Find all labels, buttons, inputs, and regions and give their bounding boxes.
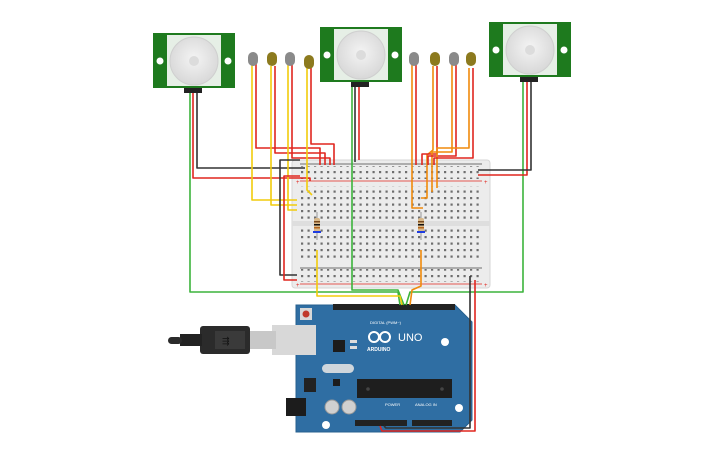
led-grey[interactable]: [285, 52, 295, 66]
arduino-logo: ARDUINO UNO: [367, 331, 423, 353]
analog-label: ANALOG IN: [415, 402, 437, 407]
resistor-right[interactable]: [417, 212, 425, 240]
wire-red-5v[interactable]: [379, 280, 476, 432]
wire-green-s3[interactable]: [405, 80, 524, 306]
usb-chip: [333, 340, 345, 352]
rx-led: [350, 346, 357, 349]
led-group-left: [248, 52, 314, 69]
pir-sensor-3[interactable]: [489, 22, 571, 82]
wire-orange-led7[interactable]: [431, 64, 453, 192]
rail-plus-label-right: +: [484, 180, 488, 186]
wire-red-led6[interactable]: [421, 66, 438, 165]
arduino-brand: ARDUINO: [367, 347, 390, 353]
capacitor: [324, 399, 340, 415]
mount-hole: [224, 57, 232, 65]
mount-hole: [455, 404, 463, 412]
mount-hole: [156, 57, 164, 65]
wire-orange-led8[interactable]: [436, 68, 470, 188]
wire-black-gnd[interactable]: [383, 276, 471, 429]
capacitor: [341, 399, 357, 415]
usb-cable[interactable]: ⇶: [168, 325, 316, 355]
analog-header: [412, 420, 452, 426]
resistor-left[interactable]: [313, 212, 321, 240]
crystal: [322, 364, 354, 373]
wire-red-led2[interactable]: [274, 66, 326, 165]
usb-icon: ⇶: [222, 336, 230, 346]
bottom-power-rail: + +: [296, 267, 488, 289]
wire-red-led7[interactable]: [427, 64, 457, 165]
small-chip: [333, 379, 340, 386]
rail-plus-label-bottom-right: +: [484, 283, 488, 289]
wire-yellow-led1[interactable]: [251, 64, 297, 201]
usb-port: [272, 325, 316, 355]
led-yellow[interactable]: [466, 52, 476, 66]
wire-red-rail[interactable]: [283, 175, 300, 281]
led-yellow[interactable]: [304, 55, 314, 69]
wire-red-led4[interactable]: [310, 68, 335, 165]
rail-plus-label-bottom: +: [296, 283, 300, 289]
center-channel: [292, 221, 490, 226]
wire-black-s3[interactable]: [478, 80, 532, 171]
wire-yellow-signal[interactable]: [316, 250, 403, 306]
mount-hole: [492, 46, 500, 54]
wire-yellow-led4[interactable]: [306, 68, 313, 196]
led-yellow[interactable]: [430, 52, 440, 66]
wire-yellow-led3[interactable]: [287, 64, 297, 211]
voltage-regulator: [304, 378, 316, 392]
power-jack[interactable]: [286, 398, 306, 416]
wire-red-s3[interactable]: [478, 80, 528, 176]
wire-black-rail[interactable]: [279, 159, 300, 276]
breadboard: + + + +: [291, 159, 491, 289]
pir-sensor-2[interactable]: [320, 27, 402, 87]
wire-black-s1[interactable]: [196, 92, 305, 169]
digital-header: [333, 304, 455, 310]
led-group-right: [409, 52, 476, 66]
rail-plus-label: +: [296, 180, 300, 186]
wire-orange-led5[interactable]: [411, 64, 423, 209]
wire-orange-signal[interactable]: [409, 250, 422, 306]
mount-hole: [322, 421, 330, 429]
led-grey[interactable]: [409, 52, 419, 66]
arduino-uno[interactable]: DIGITAL (PWM~) ARDUINO UNO POWER ANALOG …: [286, 304, 473, 433]
reset-button[interactable]: [300, 308, 312, 320]
power-header: [355, 420, 407, 426]
pir-sensor-1[interactable]: [153, 33, 235, 93]
wire-green-s1[interactable]: [189, 92, 401, 306]
bottom-terminal-strip: [300, 228, 482, 261]
tx-led: [350, 340, 357, 343]
mount-hole: [323, 51, 331, 59]
led-grey[interactable]: [248, 52, 258, 66]
power-label: POWER: [385, 402, 400, 407]
wire-orange-led6[interactable]: [421, 66, 434, 199]
led-yellow[interactable]: [267, 52, 277, 66]
led-grey[interactable]: [449, 52, 459, 66]
mount-hole: [441, 338, 449, 346]
arduino-model: UNO: [398, 332, 423, 344]
wires: [189, 64, 532, 432]
mount-hole: [391, 51, 399, 59]
digital-label: DIGITAL (PWM~): [370, 320, 402, 325]
wire-red-led3[interactable]: [291, 64, 331, 165]
atmega-chip: [357, 379, 452, 398]
wire-red-led8[interactable]: [433, 68, 474, 165]
top-terminal-strip: [300, 186, 482, 219]
mount-hole: [560, 46, 568, 54]
